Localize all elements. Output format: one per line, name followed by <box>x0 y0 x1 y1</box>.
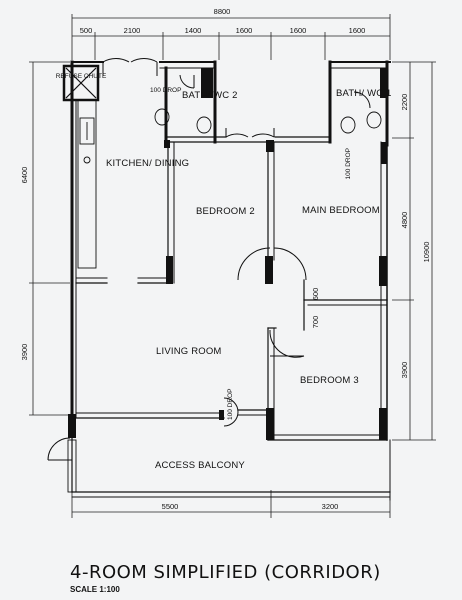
dim-top-seg-3: 1400 <box>185 26 202 35</box>
kitchen-dining-label: KITCHEN/ DINING <box>106 158 189 169</box>
basin-icon <box>340 116 356 134</box>
toilet-icon <box>154 108 170 126</box>
kitchen-door-arc-left <box>102 58 130 63</box>
wc2-door <box>179 74 195 89</box>
top-dimension-lines <box>71 14 391 60</box>
columns <box>68 68 387 440</box>
dim-top-seg-5: 1600 <box>290 26 307 35</box>
dim-top-seg-2: 2100 <box>124 26 141 35</box>
doors <box>47 58 371 461</box>
fixtures <box>67 99 382 493</box>
stove-burner-icon <box>83 156 91 164</box>
refuse-chute-label: REFUSE CHUTE <box>56 73 107 80</box>
dim-closet-bottom: 700 <box>311 316 320 329</box>
dim-top-seg-6: 1600 <box>349 26 366 35</box>
drop-note-wc1: 100 DROP <box>345 148 352 179</box>
bedroom2-door-arc <box>225 133 249 138</box>
main-bedroom-door-arc <box>251 133 275 138</box>
walls <box>62 60 391 501</box>
dim-right-2: 4800 <box>400 212 409 229</box>
dim-left-upper: 6400 <box>20 167 29 184</box>
sink-icon <box>79 117 95 145</box>
bedroom3-door <box>269 329 305 358</box>
bedroom2-label: BEDROOM 2 <box>196 206 255 217</box>
basin-icon <box>196 116 212 134</box>
dim-right-1: 2200 <box>400 94 409 111</box>
main-bedroom-bottom-door <box>273 247 307 281</box>
dim-top-seg-1: 500 <box>80 26 93 35</box>
living-room-label: LIVING ROOM <box>156 346 222 357</box>
dim-left-lower: 3900 <box>20 344 29 361</box>
main-bedroom-label: MAIN BEDROOM <box>302 205 380 216</box>
entry-door <box>47 437 71 461</box>
kitchen-counter <box>77 99 97 269</box>
toilet-icon <box>366 111 382 129</box>
wc1-door <box>353 91 371 109</box>
plan-scale: SCALE 1:100 <box>70 585 120 594</box>
dim-top-seg-4: 1600 <box>236 26 253 35</box>
bedroom2-bottom-door <box>237 247 271 281</box>
refuse-chute-symbol <box>65 67 97 99</box>
bath-wc1-label: BATH/ WC 1 <box>336 88 392 99</box>
bedroom3-label: BEDROOM 3 <box>300 375 359 386</box>
left-dimension-lines <box>29 61 70 416</box>
drop-note-entry: 100 DROP <box>227 389 234 420</box>
dim-bottom-2: 3200 <box>322 502 339 511</box>
balcony-door <box>223 397 239 413</box>
dim-closet-top: 600 <box>311 288 320 301</box>
dim-right-3: 3900 <box>400 362 409 379</box>
bottom-dimension-lines <box>71 490 391 518</box>
dim-right-overall: 10900 <box>422 242 431 263</box>
kitchen-door-arc-right <box>130 58 158 63</box>
dim-top-overall: 8800 <box>214 7 231 16</box>
plan-title: 4-ROOM SIMPLIFIED (CORRIDOR) <box>70 562 381 583</box>
dim-bottom-1: 5500 <box>162 502 179 511</box>
right-dimension-lines <box>392 61 436 441</box>
drop-note-wc2: 100 DROP <box>150 87 181 94</box>
bath-wc2-label: BATH/ WC 2 <box>182 90 238 101</box>
access-balcony-label: ACCESS BALCONY <box>155 460 245 471</box>
